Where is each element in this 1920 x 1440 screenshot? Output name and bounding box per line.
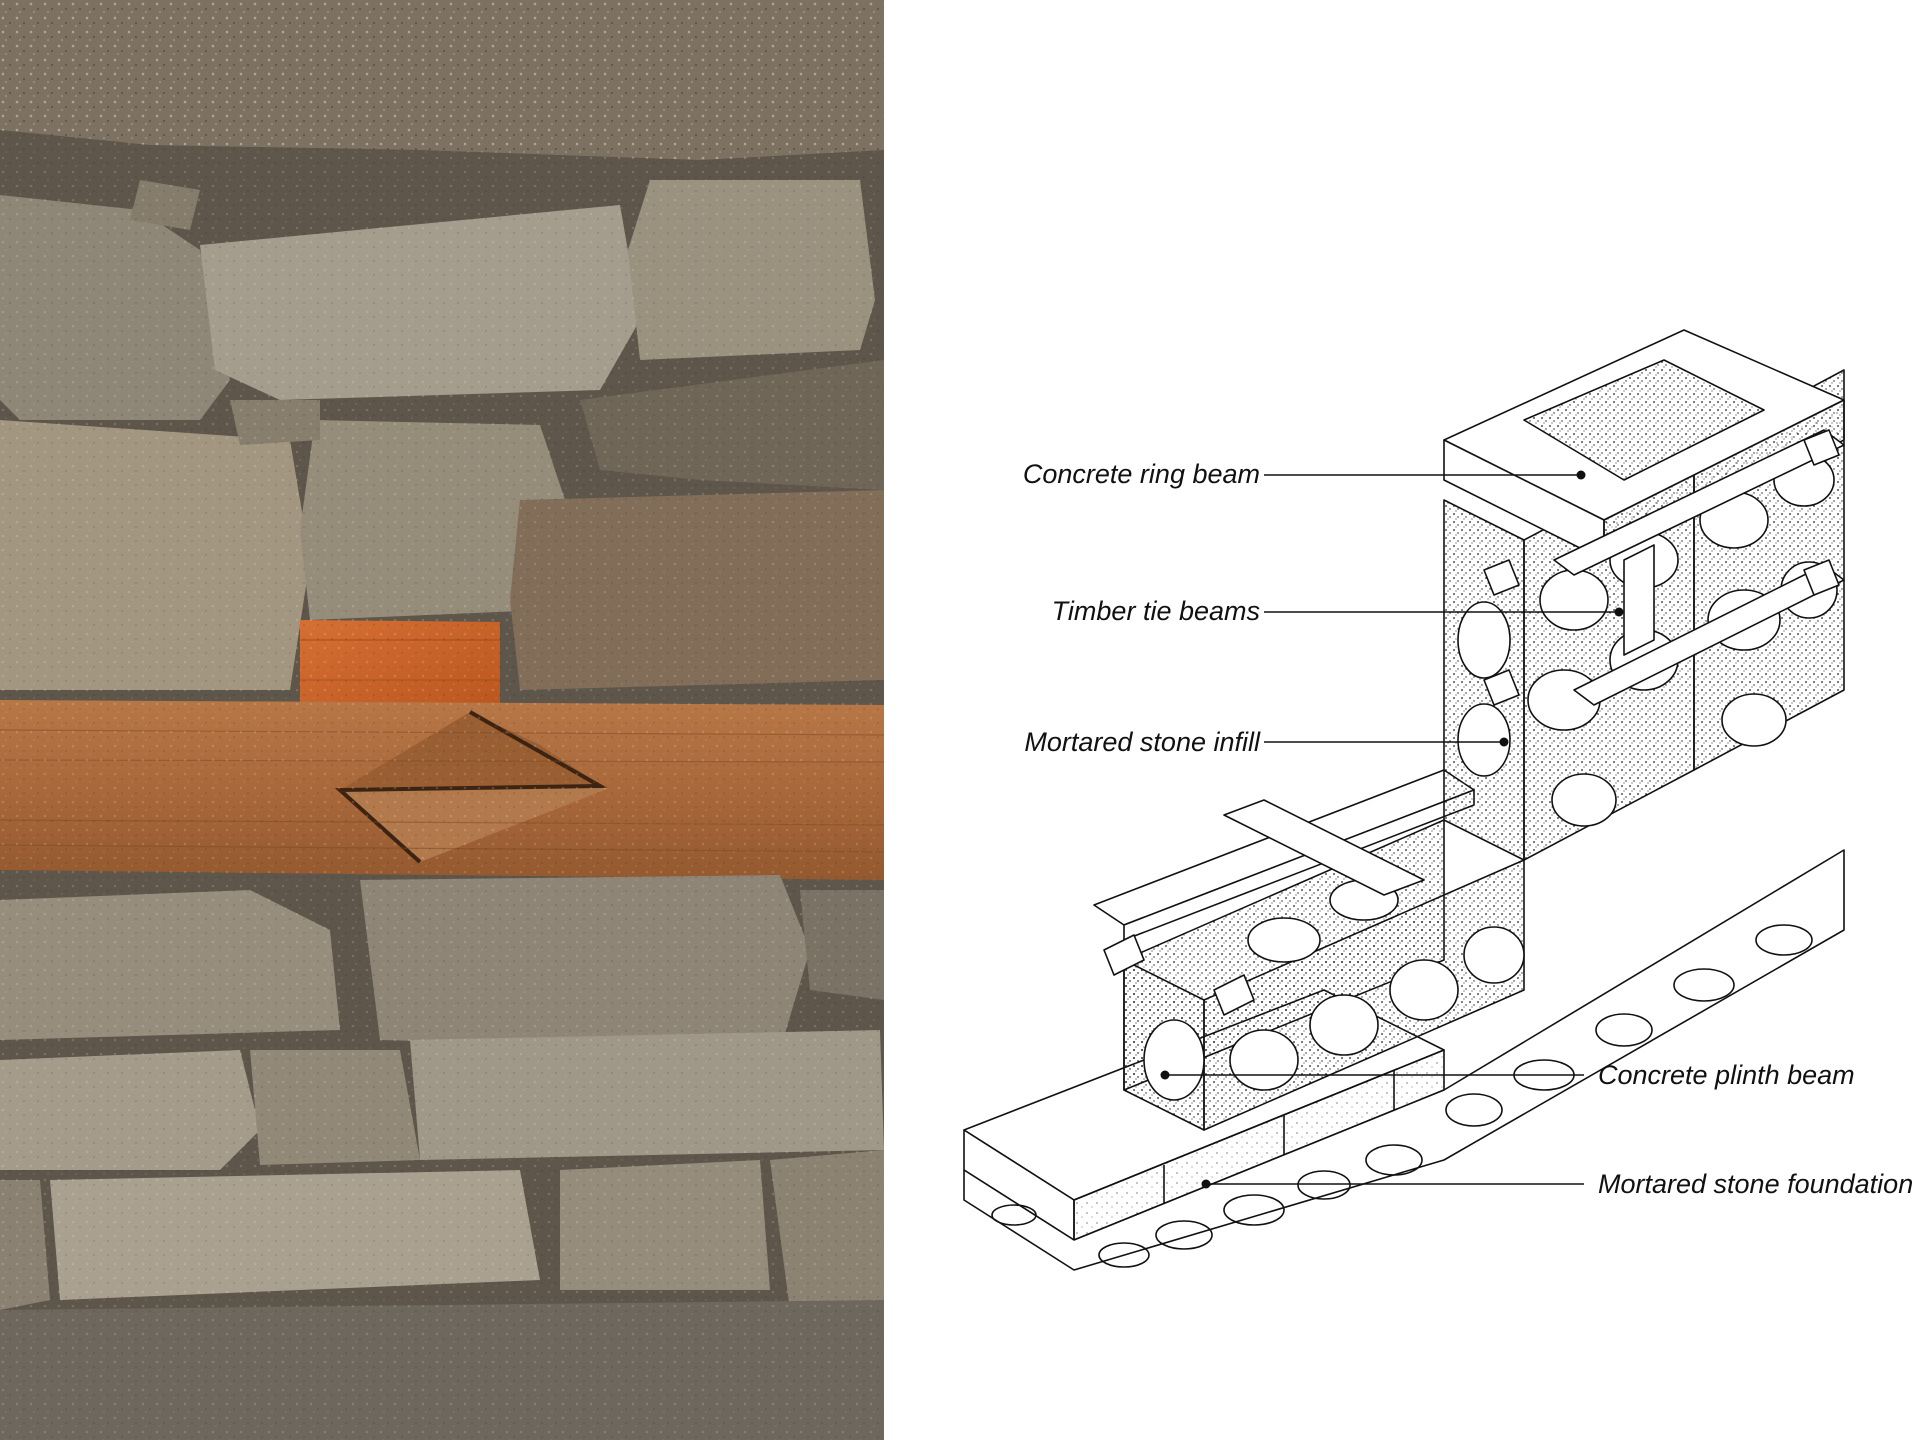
dot-tie-beams	[1614, 607, 1624, 617]
dot-plinth-beam	[1160, 1070, 1170, 1080]
label-concrete-ring-beam: Concrete ring beam	[1022, 459, 1260, 489]
drawing-linework	[963, 329, 1845, 1271]
label-concrete-plinth-beam: Concrete plinth beam	[1598, 1060, 1855, 1090]
dot-stone-infill	[1499, 737, 1509, 747]
wall-axonometric-drawing	[963, 329, 1845, 1271]
stone-wall-photo-graphic	[0, 0, 884, 1440]
label-timber-tie-beams: Timber tie beams	[1051, 596, 1260, 626]
stone-wall-photo	[0, 0, 884, 1440]
label-mortared-stone-foundation: Mortared stone foundation	[1598, 1169, 1914, 1199]
leader-lines	[1167, 474, 1617, 1185]
leader-dots	[1160, 470, 1624, 1189]
construction-diagram: Concrete ring beam Timber tie beams Mort…	[884, 0, 1920, 1440]
label-mortared-stone-infill: Mortared stone infill	[1024, 727, 1260, 757]
dot-stone-foundation	[1201, 1179, 1211, 1189]
dot-ring-beam	[1576, 470, 1586, 480]
